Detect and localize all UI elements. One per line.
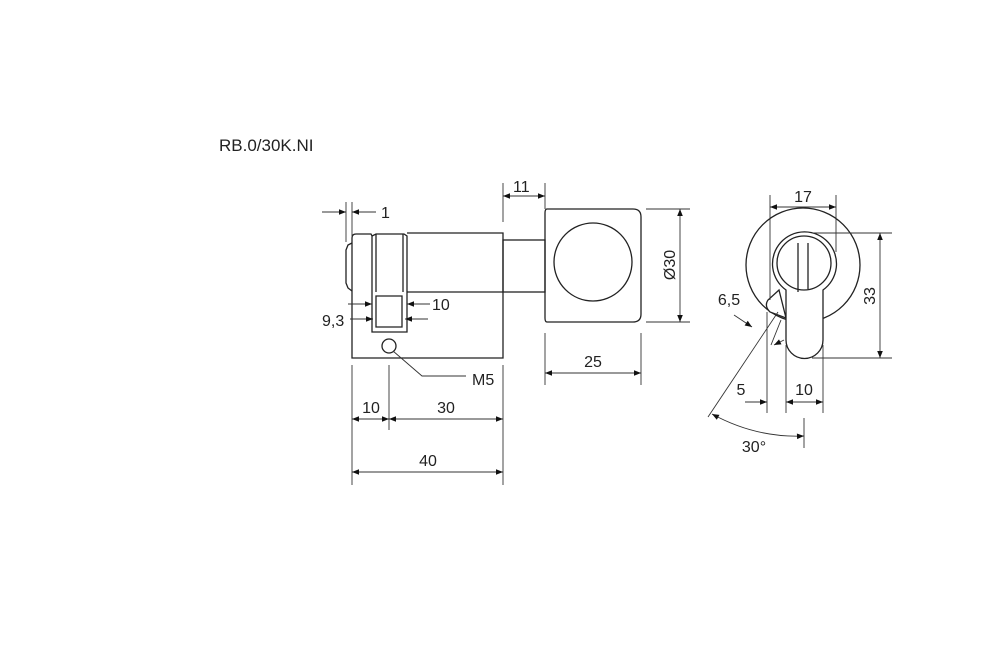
dim-profile-height: 33 — [862, 287, 879, 305]
dim-total-length: 40 — [419, 453, 437, 470]
dim-cam-offset: 6,5 — [718, 292, 740, 309]
knob-grip-circle — [553, 222, 633, 302]
front-cap — [345, 242, 353, 292]
dim-angle: 30° — [742, 439, 766, 456]
cylinder-side-view — [345, 208, 642, 377]
cylinder-front — [351, 233, 373, 292]
cam-slot — [371, 292, 408, 333]
drawing-title: RB.0/30K.NI — [219, 136, 314, 155]
dim-knob-shaft: 11 — [513, 179, 530, 196]
dim-rose-width: 17 — [794, 189, 812, 206]
end-dimensions: 17 33 5 10 6,5 30° — [707, 189, 892, 456]
dim-cam-width: 10 — [432, 297, 450, 314]
profile-outline — [771, 231, 838, 360]
cylinder-end-view — [745, 207, 861, 360]
cylinder-body — [351, 232, 504, 359]
screw-label: M5 — [472, 372, 494, 389]
dim-profile-width: 10 — [795, 382, 813, 399]
cam-tip — [765, 288, 787, 320]
plug-circle — [776, 235, 832, 291]
screw-leader — [392, 350, 466, 377]
dim-screw-to-end: 30 — [437, 400, 455, 417]
dim-cam-side: 5 — [737, 382, 746, 399]
cam — [375, 295, 403, 328]
side-dimensions: 1 11 Ø30 25 10 9,3 M5 10 30 40 — [322, 179, 690, 485]
knob — [544, 208, 642, 323]
dim-knob-diameter: Ø30 — [662, 250, 679, 280]
dim-cam-height: 9,3 — [322, 313, 344, 330]
knob-shaft — [502, 239, 546, 293]
dim-knob-length: 25 — [584, 354, 602, 371]
screw-hole — [381, 338, 397, 354]
dim-front-offset: 1 — [381, 205, 390, 222]
dim-front-to-screw: 10 — [362, 400, 380, 417]
